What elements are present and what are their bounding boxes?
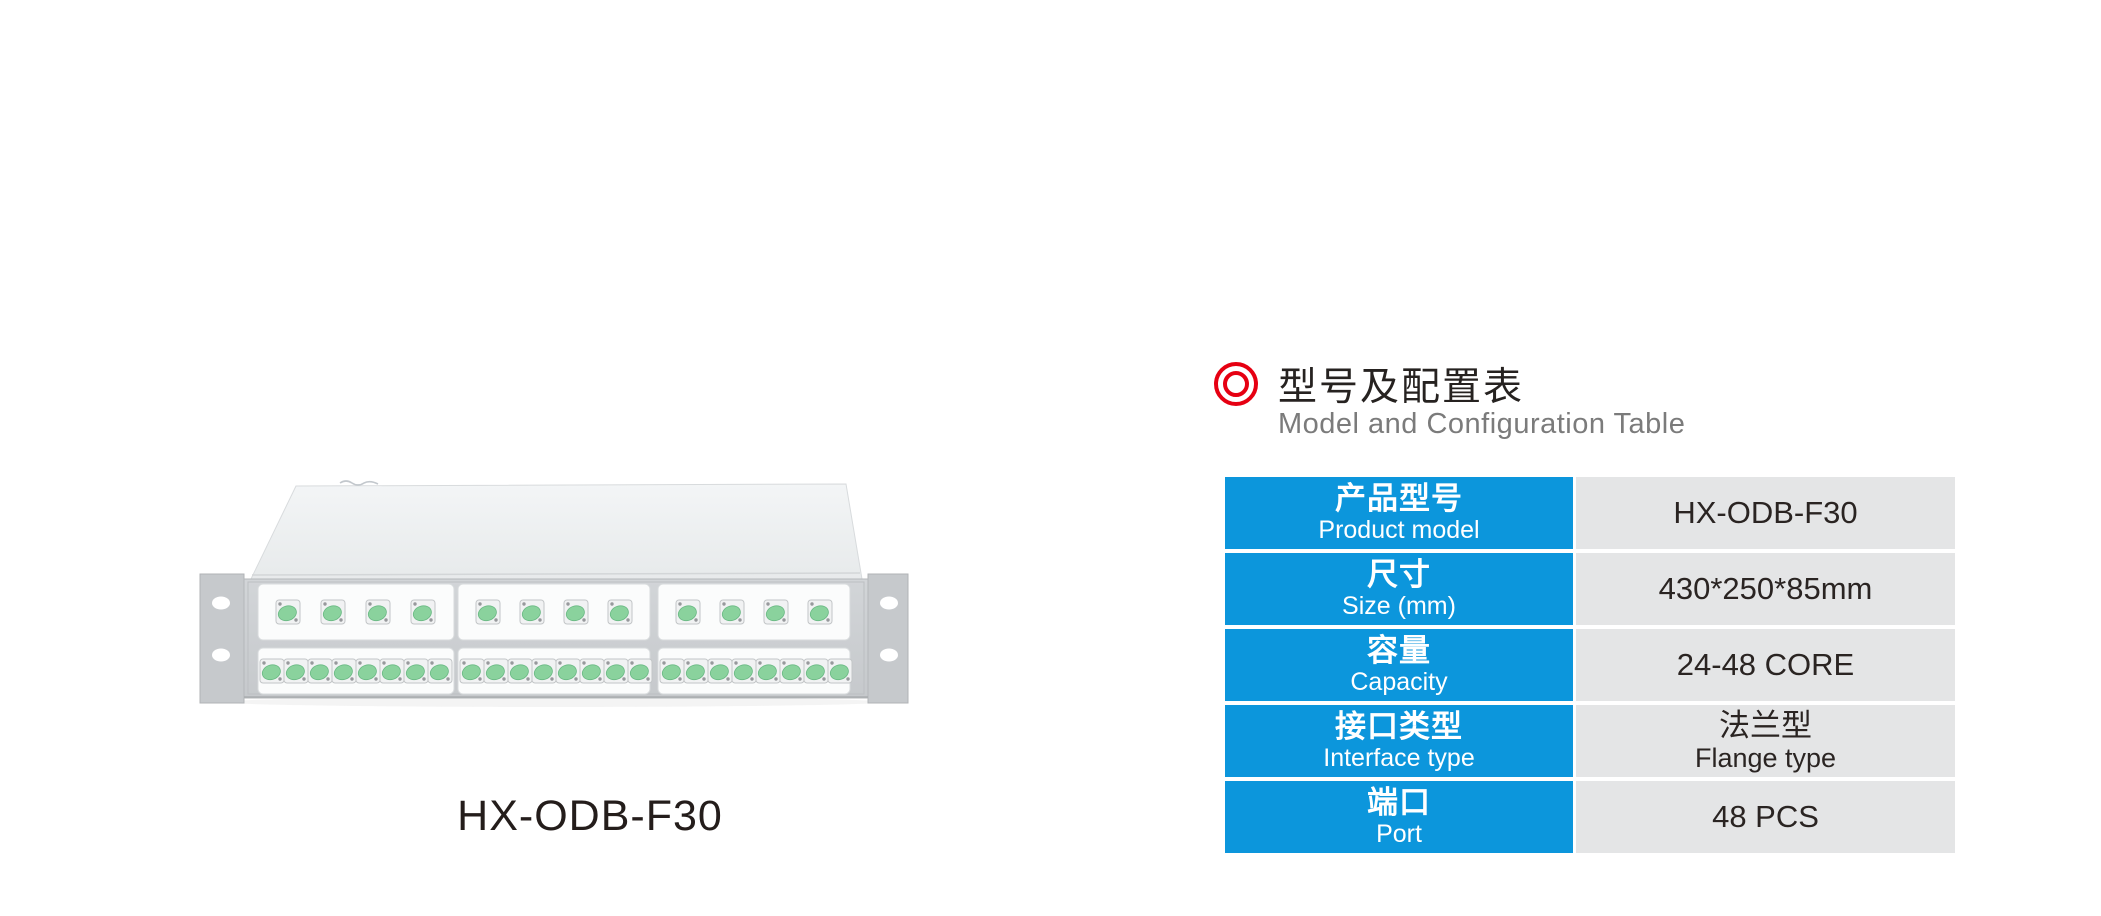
table-row-size: 尺寸 Size (mm) 430*250*85mm: [1225, 553, 1955, 625]
spec-table: 产品型号 Product model HX-ODB-F30 尺寸 Size (m…: [1225, 477, 1955, 853]
row-value-text: 法兰型: [1719, 707, 1812, 743]
section-bullet-icon: [1214, 362, 1258, 406]
row-label-en: Interface type: [1323, 744, 1475, 773]
product-shadow: [224, 697, 884, 707]
product-caption: HX-ODB-F30: [457, 792, 723, 840]
table-row-capacity: 容量 Capacity 24-48 CORE: [1225, 629, 1955, 701]
row-label-zh: 接口类型: [1335, 708, 1463, 744]
row-label: 产品型号 Product model: [1225, 477, 1573, 549]
chassis-lid: [249, 480, 863, 582]
row-value: 24-48 CORE: [1576, 629, 1955, 701]
row-label-zh: 尺寸: [1367, 556, 1431, 592]
row-value-subtext: Flange type: [1694, 743, 1837, 774]
table-row-product-model: 产品型号 Product model HX-ODB-F30: [1225, 477, 1955, 549]
row-label-en: Product model: [1318, 516, 1480, 545]
row-value: 48 PCS: [1576, 781, 1955, 853]
row-label-zh: 容量: [1367, 632, 1431, 668]
row-value: 法兰型 Flange type: [1576, 705, 1955, 777]
fc-adapters-bottom-row: [259, 658, 853, 684]
row-label: 接口类型 Interface type: [1225, 705, 1573, 777]
row-label-zh: 产品型号: [1335, 480, 1463, 516]
row-label-zh: 端口: [1367, 784, 1431, 820]
front-panel: [243, 578, 869, 699]
row-label: 容量 Capacity: [1225, 629, 1573, 701]
row-label-en: Size (mm): [1342, 592, 1456, 621]
row-value: HX-ODB-F30: [1576, 477, 1955, 549]
row-label-en: Port: [1376, 820, 1422, 849]
product-photo: [199, 480, 909, 707]
mounting-ear-left: [199, 573, 245, 704]
product-figure: [190, 468, 920, 718]
row-value-text: HX-ODB-F30: [1673, 495, 1858, 531]
adapter-plate-top-row: [257, 583, 851, 641]
section-title-en: Model and Configuration Table: [1278, 408, 1686, 440]
brand-logo-mark: [339, 480, 379, 486]
row-label: 尺寸 Size (mm): [1225, 553, 1573, 625]
ear-hole: [880, 648, 898, 662]
row-value-text: 24-48 CORE: [1676, 647, 1855, 683]
row-value-text: 430*250*85mm: [1658, 571, 1873, 607]
section-title-zh: 型号及配置表: [1278, 366, 1525, 409]
row-label: 端口 Port: [1225, 781, 1573, 853]
ear-hole: [212, 648, 230, 662]
ear-hole: [880, 596, 898, 610]
table-row-port: 端口 Port 48 PCS: [1225, 781, 1955, 853]
row-value-text: 48 PCS: [1712, 799, 1819, 835]
row-value: 430*250*85mm: [1576, 553, 1955, 625]
mounting-ear-right: [867, 573, 909, 704]
ear-hole: [212, 596, 230, 610]
row-label-en: Capacity: [1350, 668, 1448, 697]
table-row-interface-type: 接口类型 Interface type 法兰型 Flange type: [1225, 705, 1955, 777]
